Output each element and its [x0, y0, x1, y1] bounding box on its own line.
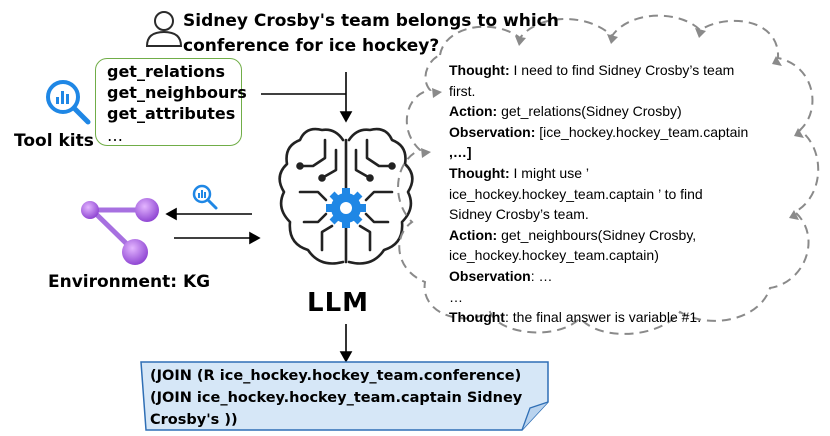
trace-line: Thought: I might use ’: [449, 163, 789, 184]
trace-text: get_relations(Sidney Crosby): [497, 103, 682, 120]
trace-text: first.: [449, 82, 476, 99]
trace-key: Thought:: [449, 164, 510, 181]
llm-to-env-arrow: [165, 207, 252, 221]
question-line-1: Sidney Crosby's team belongs to which: [183, 11, 559, 31]
trace-text: ice_hockey.hockey_team.captain): [449, 247, 659, 264]
llm-label: LLM: [307, 288, 370, 318]
gear-icon: [326, 188, 366, 228]
trace-key: Thought:: [449, 62, 510, 78]
tool-get-relations: get_relations: [107, 62, 226, 81]
trace-text: : the final answer is variable #1.: [504, 309, 702, 326]
trace-line: first.: [449, 81, 789, 102]
output-line-3: Crosby's )): [150, 412, 238, 428]
trace-text: get_neighbours(Sidney Crosby,: [497, 226, 697, 243]
trace-line: Observation: …: [449, 266, 789, 287]
trace-text: ice_hockey.hockey_team.captain ’ to find: [449, 185, 703, 202]
trace-text: [ice_hockey.hockey_team.captain: [535, 123, 749, 140]
llm-to-output-arrow: [339, 324, 353, 363]
knowledge-graph-icon: [81, 198, 159, 265]
llm-brain-chip-icon: [278, 127, 414, 265]
trace-text: …: [449, 288, 463, 305]
trace-line: Observation: [ice_hockey.hockey_team.cap…: [449, 122, 789, 143]
trace-text: Sidney Crosby’s team.: [449, 206, 589, 223]
output-line-1: (JOIN (R ice_hockey.hockey_team.conferen…: [150, 368, 522, 384]
trace-line: …: [449, 287, 789, 308]
trace-line: Action: get_neighbours(Sidney Crosby,: [449, 225, 789, 246]
analytics-search-icon: [46, 80, 91, 125]
question-to-llm-arrow: [339, 72, 353, 123]
tool-get-attributes: get_attributes: [107, 104, 236, 123]
trace-line: Sidney Crosby’s team.: [449, 204, 789, 225]
trace-key: Thought: [449, 309, 505, 326]
trace-key: Action:: [449, 226, 498, 243]
trace-line: Thought: I need to find Sidney Crosby’s …: [449, 60, 789, 81]
thought-cloud: [397, 14, 820, 335]
output-line-2: (JOIN ice_hockey.hockey_team.captain Sid…: [150, 390, 523, 406]
trace-line: Action: get_relations(Sidney Crosby): [449, 101, 789, 122]
trace-key: Observation: [449, 267, 531, 284]
environment-label: Environment: KG: [48, 272, 211, 292]
trace-line: ice_hockey.hockey_team.captain ’ to find: [449, 184, 789, 205]
trace-key: Action:: [449, 103, 498, 120]
trace-text: I might use ’: [509, 164, 590, 181]
cloud-flow-arrows: [421, 28, 804, 220]
trace-text: ,…]: [449, 144, 472, 161]
trace-key: Observation:: [449, 123, 536, 140]
small-analytics-search-icon: [192, 184, 218, 210]
question-text: Sidney Crosby's team belongs to which co…: [183, 9, 563, 59]
toolkit-label: Tool kits: [14, 131, 94, 151]
trace-line: ,…]: [449, 142, 789, 163]
trace-line: Thought: the final answer is variable #1…: [449, 307, 789, 328]
trace-text: : …: [530, 267, 553, 284]
env-to-llm-arrow: [174, 231, 261, 245]
reasoning-trace: Thought: I need to find Sidney Crosby’s …: [449, 60, 789, 328]
output-callout-fold: [521, 401, 549, 431]
trace-text: I need to find Sidney Crosby’s team: [509, 62, 735, 78]
tool-get-neighbours: get_neighbours: [107, 83, 247, 102]
output-query: (JOIN (R ice_hockey.hockey_team.conferen…: [150, 365, 540, 431]
toolkit-box: get_relations get_neighbours get_attribu…: [95, 58, 247, 146]
tool-ellipsis: …: [107, 126, 123, 145]
user-icon: [145, 11, 183, 47]
trace-line: ice_hockey.hockey_team.captain): [449, 245, 789, 266]
question-line-2: conference for ice hockey?: [183, 36, 440, 56]
